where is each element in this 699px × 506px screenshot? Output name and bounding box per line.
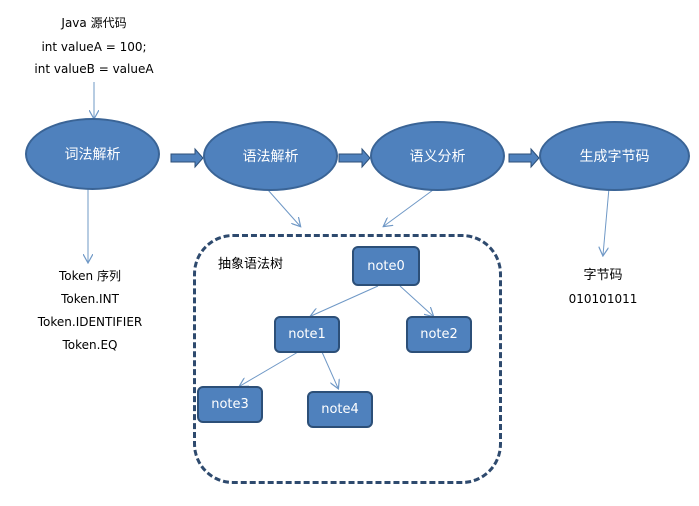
arrow-semantic-to-ast — [384, 189, 434, 226]
source-title: Java 源代码 — [61, 16, 127, 30]
token-identifier: Token.IDENTIFIER — [37, 315, 143, 329]
bytecode-title: 字节码 — [583, 268, 623, 283]
stage-parser: 语法解析 — [203, 121, 338, 191]
token-int: Token.INT — [61, 292, 119, 306]
edge-note0-note1 — [311, 285, 379, 316]
ast-node-note0: note0 — [352, 246, 420, 286]
stage-semantic: 语义分析 — [370, 121, 505, 191]
ast-node-note4: note4 — [307, 391, 373, 428]
ast-node-note2: note2 — [406, 316, 472, 353]
block-arrow-parser-semantic — [338, 147, 371, 169]
block-arrow-lexer-parser — [170, 147, 204, 169]
source-line-1: int valueA = 100; — [41, 40, 147, 54]
token-eq: Token.EQ — [62, 338, 118, 352]
edge-note1-note4 — [321, 351, 338, 388]
ast-node-note3: note3 — [197, 386, 263, 423]
ast-container — [193, 234, 502, 484]
arrow-parser-to-ast — [267, 189, 300, 226]
tokens-title: Token 序列 — [59, 269, 121, 283]
source-line-2: int valueB = valueA — [34, 62, 154, 76]
ast-label: 抽象语法树 — [218, 257, 284, 272]
block-arrow-semantic-codegen — [508, 147, 540, 169]
edge-note1-note3 — [240, 351, 299, 386]
stage-lexer: 词法解析 — [25, 118, 160, 190]
edge-note0-note2 — [399, 285, 433, 316]
arrow-codegen-to-bytecode — [603, 187, 610, 255]
ast-node-note1: note1 — [274, 316, 340, 353]
stage-codegen: 生成字节码 — [539, 121, 690, 191]
bytecode-value: 010101011 — [568, 292, 638, 306]
